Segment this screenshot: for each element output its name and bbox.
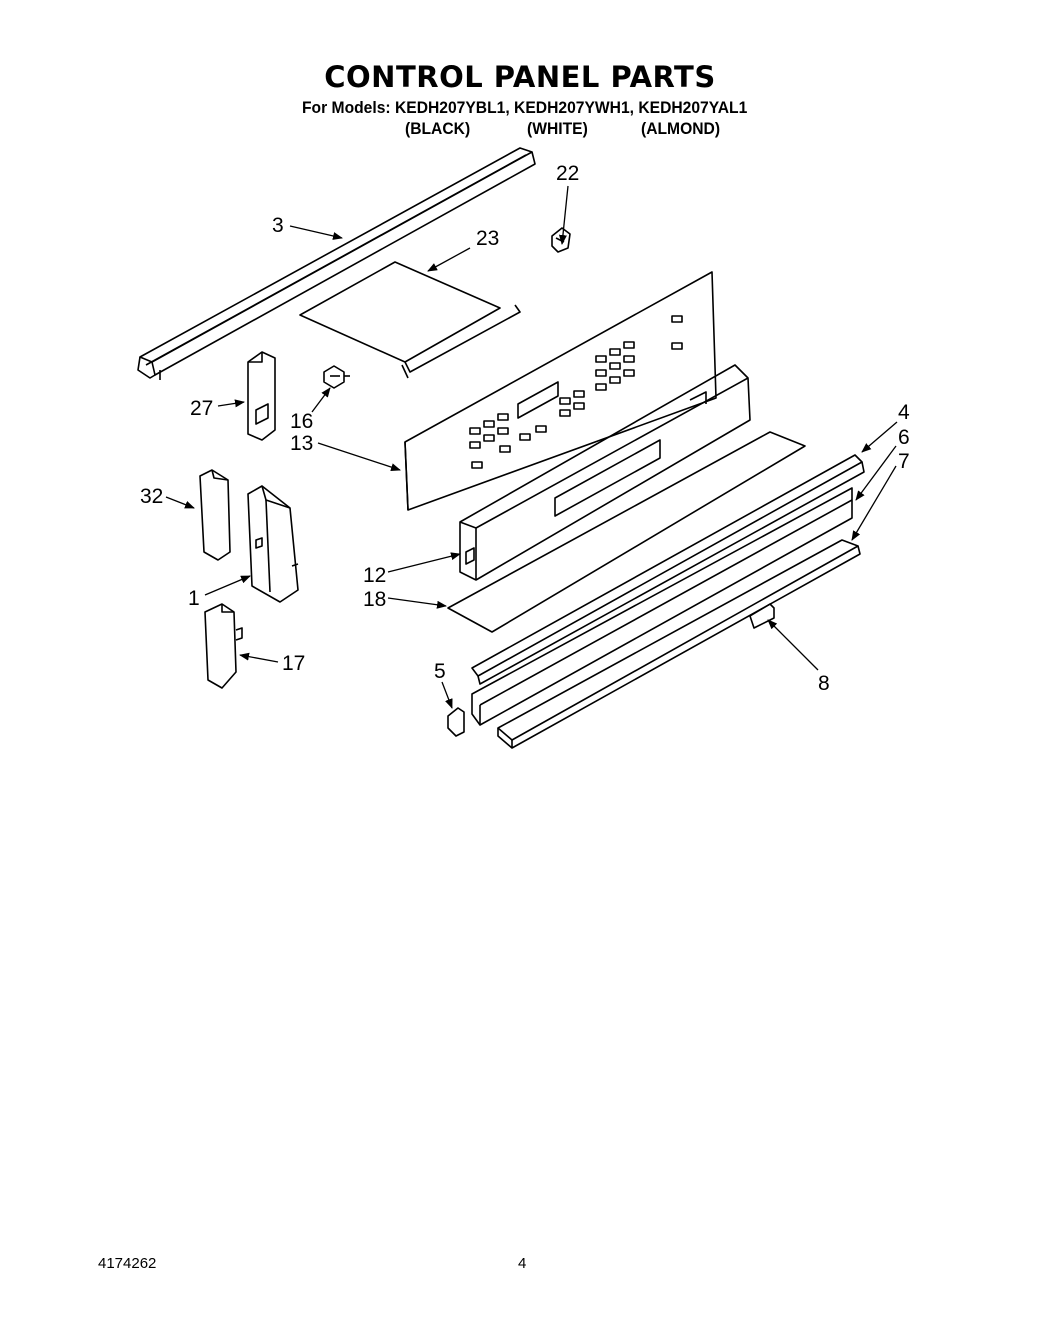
leader-7 bbox=[851, 465, 897, 541]
leader-32 bbox=[165, 496, 195, 509]
part-13-control-panel bbox=[404, 271, 717, 511]
part-1-end-bracket bbox=[247, 485, 299, 603]
part-8-clip bbox=[749, 603, 775, 629]
leader-12 bbox=[387, 552, 461, 573]
leader-18 bbox=[387, 597, 447, 609]
leader-1 bbox=[204, 575, 251, 596]
callout-5: 5 bbox=[434, 660, 446, 683]
callout-7: 7 bbox=[898, 450, 910, 473]
part-5-end-cap bbox=[447, 707, 465, 737]
part-22-clip bbox=[551, 227, 571, 253]
part-27-bracket bbox=[247, 351, 276, 441]
page-number: 4 bbox=[518, 1255, 527, 1272]
color-black: (BLACK) bbox=[405, 119, 471, 138]
callout-13: 13 bbox=[290, 432, 313, 455]
callout-17: 17 bbox=[282, 652, 305, 675]
part-7-base-rail bbox=[497, 539, 861, 749]
leader-27 bbox=[217, 399, 245, 408]
callout-16: 16 bbox=[290, 410, 313, 433]
color-almond: (ALMOND) bbox=[641, 119, 721, 138]
color-white: (WHITE) bbox=[527, 119, 588, 138]
leader-13 bbox=[317, 442, 401, 471]
leader-5 bbox=[441, 681, 453, 709]
part-17-clip bbox=[204, 603, 243, 689]
callout-12: 12 bbox=[363, 564, 386, 587]
leader-23 bbox=[427, 247, 471, 272]
leader-3 bbox=[289, 225, 343, 240]
leader-6 bbox=[855, 445, 897, 501]
callout-23: 23 bbox=[476, 227, 499, 250]
callout-22: 22 bbox=[556, 162, 579, 185]
callout-1: 1 bbox=[188, 587, 200, 610]
callout-32: 32 bbox=[140, 485, 163, 508]
part-32-side-plate bbox=[199, 469, 231, 561]
leader-8 bbox=[767, 619, 819, 671]
part-6-extrusion bbox=[471, 487, 853, 726]
callout-18: 18 bbox=[363, 588, 386, 611]
part-12-housing bbox=[459, 364, 751, 581]
leader-16 bbox=[311, 387, 331, 413]
part-3-top-trim bbox=[137, 147, 536, 380]
doc-number: 4174262 bbox=[98, 1255, 157, 1272]
leader-22 bbox=[558, 185, 569, 245]
part-16-switch bbox=[323, 365, 350, 389]
callout-4: 4 bbox=[898, 401, 910, 424]
leader-17 bbox=[239, 652, 279, 663]
models-line: For Models: KEDH207YBL1, KEDH207YWH1, KE… bbox=[302, 98, 748, 117]
callout-6: 6 bbox=[898, 426, 910, 449]
part-23-shield bbox=[299, 261, 521, 379]
callout-3: 3 bbox=[272, 214, 284, 237]
callout-8: 8 bbox=[818, 672, 830, 695]
page-title: CONTROL PANEL PARTS bbox=[324, 60, 716, 94]
leader-4 bbox=[861, 421, 898, 453]
part-4-rail bbox=[471, 454, 865, 685]
callout-27: 27 bbox=[190, 397, 213, 420]
part-18-gasket bbox=[447, 431, 806, 633]
